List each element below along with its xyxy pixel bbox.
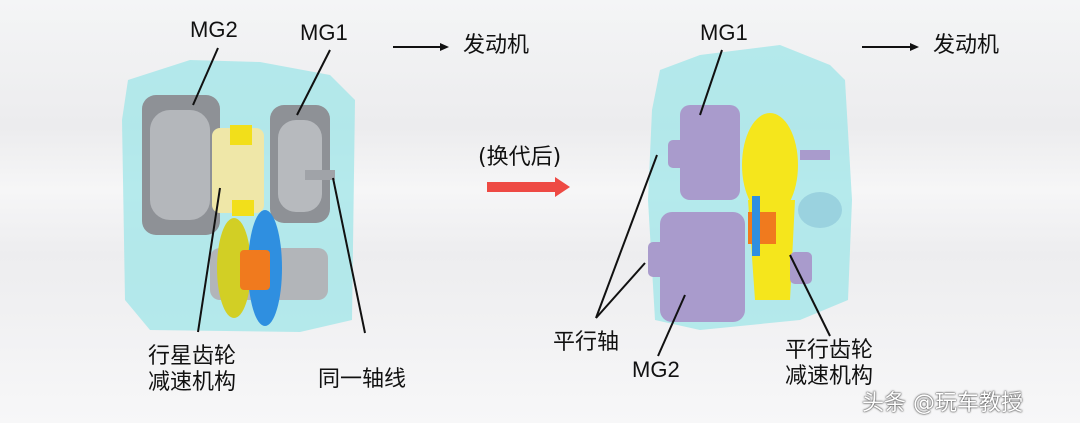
mg1-motor-right (680, 105, 740, 200)
parallel-shaft-label: 平行轴 (553, 330, 620, 355)
mg1-leader-line-right (699, 49, 723, 116)
watermark: 头条 @玩车教授 (862, 391, 1023, 416)
parallel-shaft-leader-2 (595, 262, 646, 319)
transition-arrow (487, 177, 570, 197)
arrowhead-icon (440, 43, 449, 51)
same-axis-label: 同一轴线 (318, 367, 407, 392)
mg2-label-left: MG2 (190, 17, 238, 42)
mg2-leader-line-right (657, 294, 686, 357)
parallel-shaft-leader-1 (595, 154, 658, 319)
planetary-leader-line (197, 187, 221, 333)
same-axis-leader-line (332, 177, 366, 334)
mg2-leader-line (192, 47, 219, 106)
parallel-gear-leader-line (789, 254, 831, 337)
orange-gear-left (240, 250, 270, 290)
yellow-gear-right (742, 113, 798, 217)
planetary-gear-left (212, 128, 264, 213)
parallel-gear-label-line1: 平行齿轮 (785, 338, 874, 363)
left-transmission-illustration (122, 43, 449, 334)
engine-label-left: 发动机 (463, 33, 530, 58)
after-generation-label: (换代后) (478, 145, 562, 170)
mg2-motor-right (660, 212, 745, 322)
planetary-label-line1: 行星齿轮 (148, 344, 237, 369)
planetary-label-line2: 减速机构 (148, 370, 237, 395)
right-transmission-illustration (595, 43, 919, 357)
mg2-label-right: MG2 (632, 357, 680, 382)
mg1-label-left: MG1 (300, 20, 348, 45)
mg1-label-right: MG1 (700, 20, 748, 45)
arrowhead-icon (910, 43, 919, 51)
engine-label-right: 发动机 (933, 33, 1000, 58)
mg1-leader-line (296, 49, 331, 116)
parallel-gear-label-line2: 减速机构 (785, 364, 874, 389)
yellow-gear-left (217, 218, 251, 318)
